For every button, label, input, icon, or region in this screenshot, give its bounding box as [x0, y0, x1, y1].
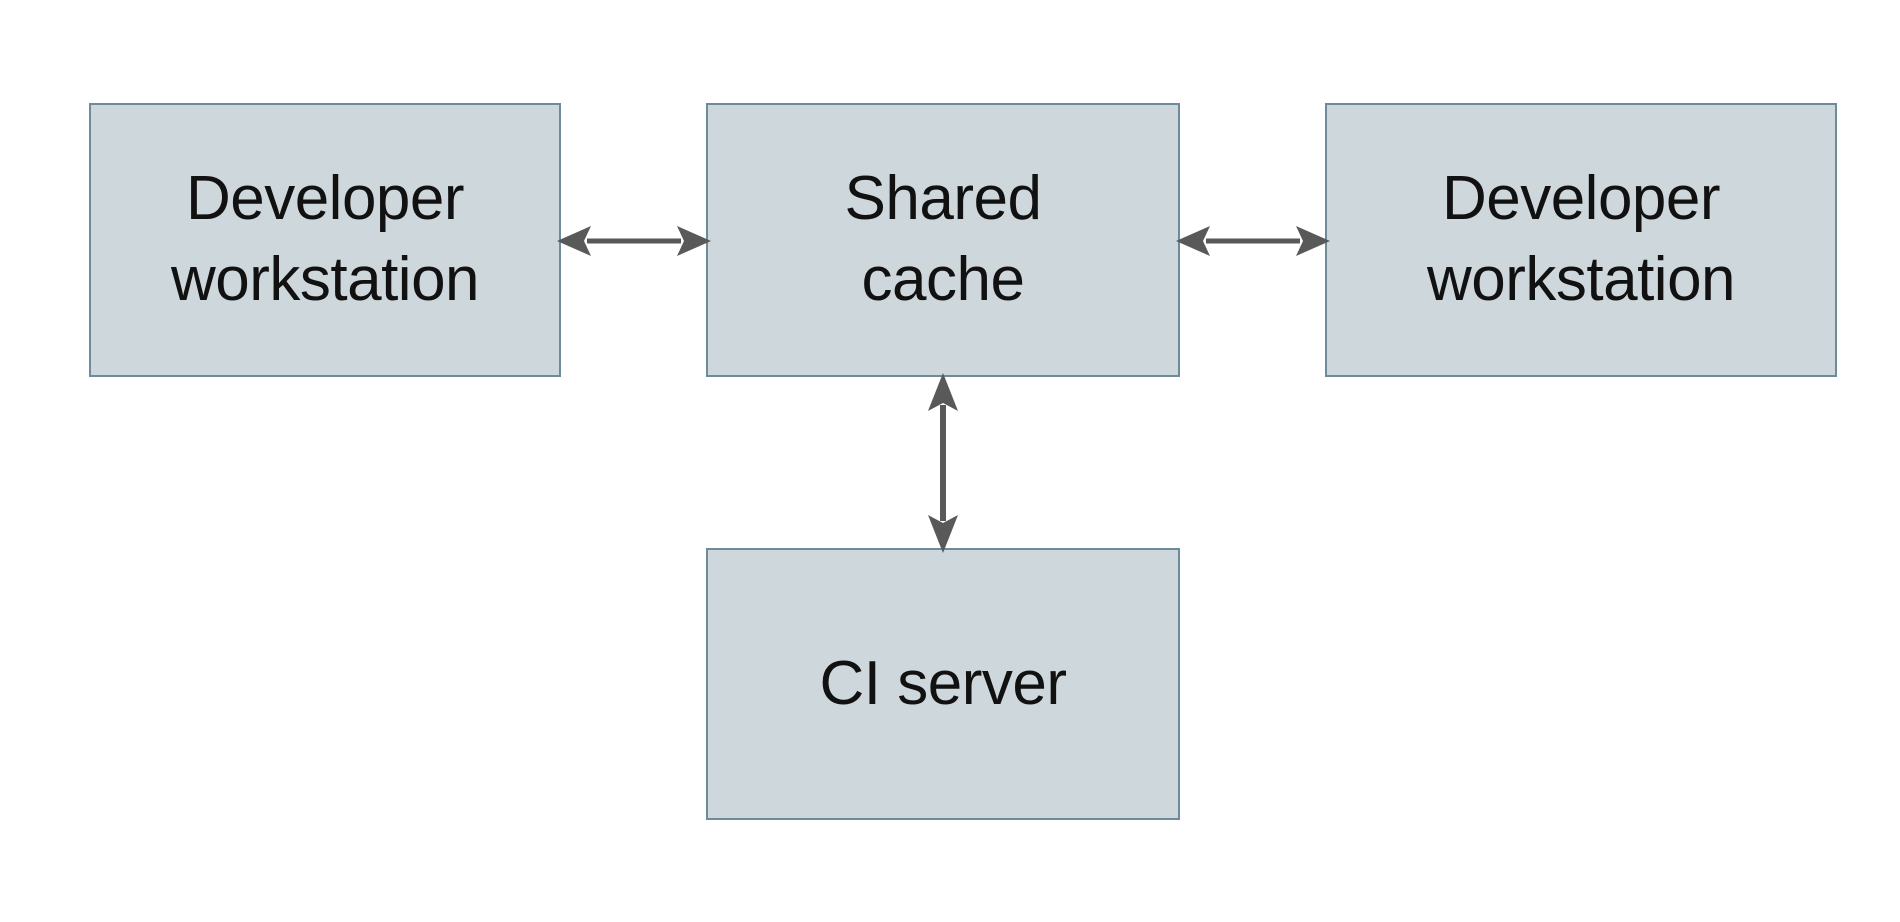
double-arrow-horizontal-icon — [1176, 226, 1330, 256]
double-arrow-vertical-icon — [928, 373, 958, 553]
edge-developer-left-to-shared-cache[interactable] — [557, 218, 711, 264]
edge-shared-cache-to-ci-server[interactable] — [920, 373, 966, 553]
node-label: Developer workstation — [170, 164, 480, 314]
double-arrow-horizontal-icon — [557, 226, 711, 256]
node-ci-server[interactable]: CI server — [706, 548, 1180, 820]
node-label: CI server — [819, 648, 1067, 718]
node-label: Shared cache — [844, 164, 1042, 314]
node-developer-workstation-right[interactable]: Developer workstation — [1325, 103, 1837, 377]
node-developer-workstation-left[interactable]: Developer workstation — [89, 103, 561, 377]
node-label: Developer workstation — [1426, 164, 1736, 314]
node-shared-cache[interactable]: Shared cache — [706, 103, 1180, 377]
edge-shared-cache-to-developer-right[interactable] — [1176, 218, 1330, 264]
